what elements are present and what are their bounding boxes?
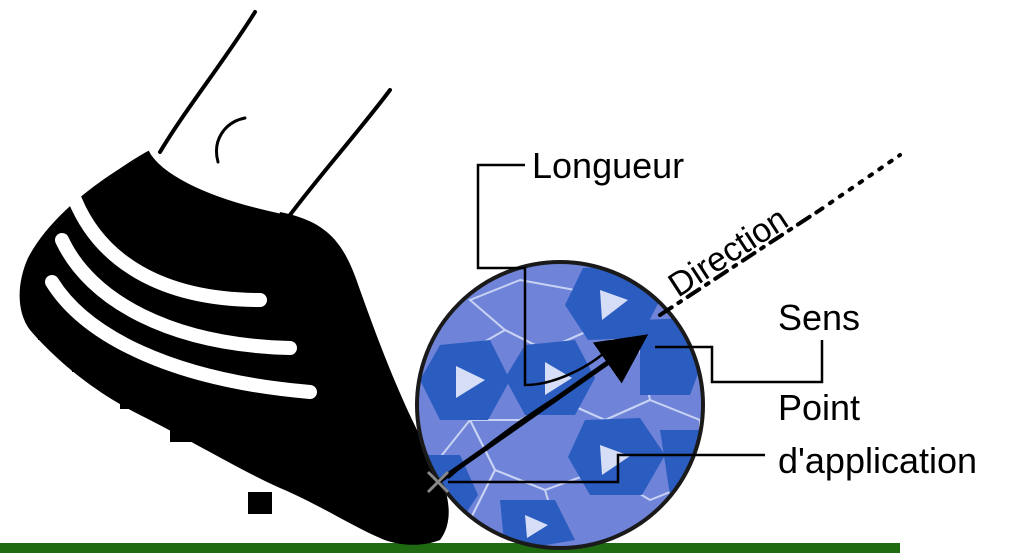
football-boot-icon bbox=[20, 150, 449, 545]
label-application: d'application bbox=[778, 440, 977, 481]
label-sens: Sens bbox=[778, 297, 860, 338]
soccer-ball-icon bbox=[417, 262, 705, 552]
label-direction: Direction bbox=[662, 200, 795, 305]
ground bbox=[0, 543, 900, 553]
label-point: Point bbox=[778, 387, 860, 428]
label-longueur: Longueur bbox=[532, 145, 684, 186]
